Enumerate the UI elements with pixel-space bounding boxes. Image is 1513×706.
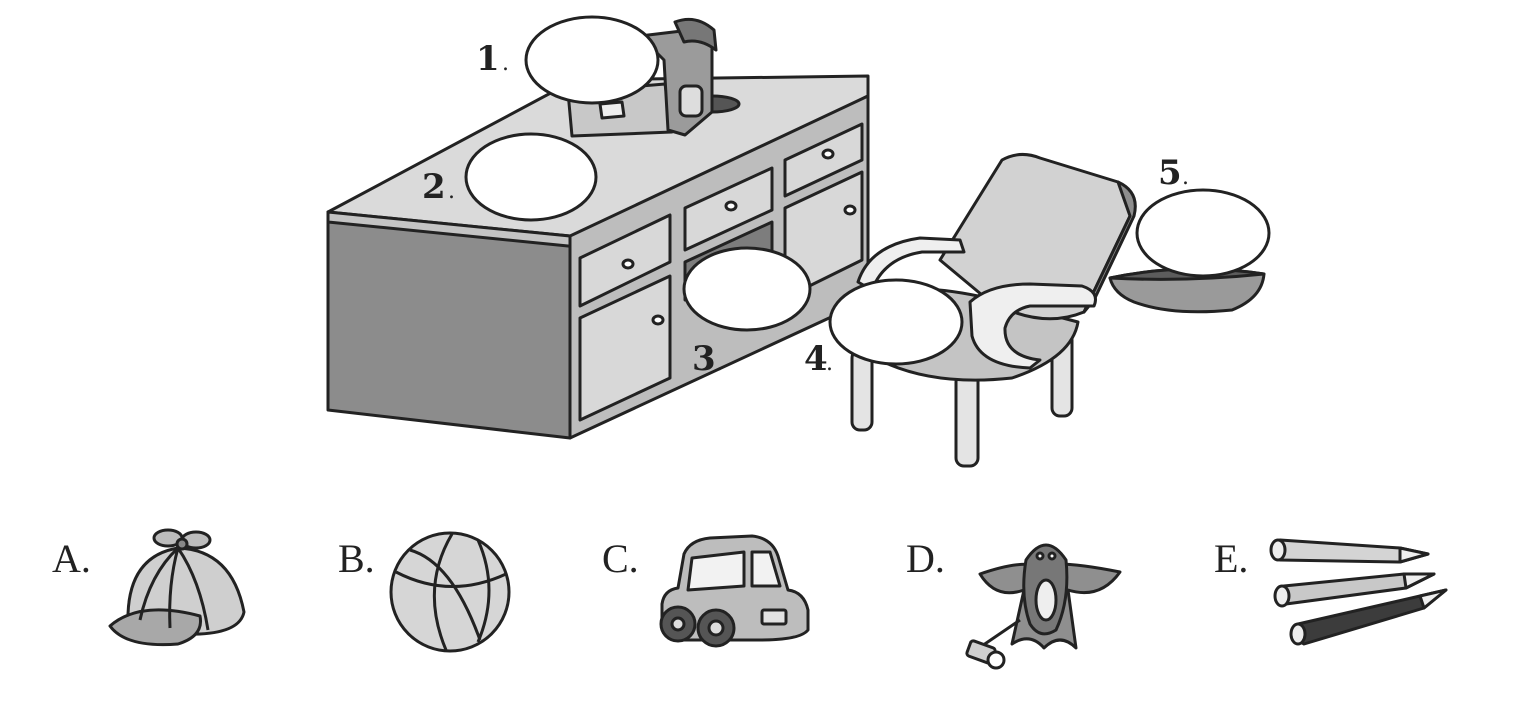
blank-punct-5: . xyxy=(1182,165,1189,190)
answer-oval-4[interactable] xyxy=(828,278,964,366)
option-letter-e: E. xyxy=(1214,536,1248,581)
blank-punct-1: . xyxy=(502,51,509,76)
option-letter-a: A. xyxy=(52,536,91,581)
blank-punct-2: . xyxy=(448,179,455,204)
blank-label-3: 3 xyxy=(692,339,716,379)
toy-car-icon xyxy=(659,534,810,648)
blank-punct-3: . xyxy=(716,351,723,376)
pencils-icon xyxy=(1269,538,1448,646)
blank-label-4: 4 xyxy=(804,339,828,379)
answer-oval-5[interactable] xyxy=(1135,188,1271,278)
blank-label-5: 5 xyxy=(1158,153,1182,193)
option-letter-b: B. xyxy=(338,536,375,581)
blank-label-1: 1 xyxy=(476,39,500,79)
answer-oval-1[interactable] xyxy=(524,15,660,105)
answer-oval-3[interactable] xyxy=(682,246,812,332)
option-letter-d: D. xyxy=(906,536,945,581)
blank-punct-4: . xyxy=(826,351,833,376)
blank-label-2: 2 xyxy=(422,167,446,207)
basketball-icon xyxy=(389,531,511,653)
kite-icon xyxy=(965,543,1122,670)
cap-icon xyxy=(108,528,246,647)
answer-oval-2[interactable] xyxy=(464,132,598,222)
option-letter-c: C. xyxy=(602,536,639,581)
desk xyxy=(326,74,870,440)
